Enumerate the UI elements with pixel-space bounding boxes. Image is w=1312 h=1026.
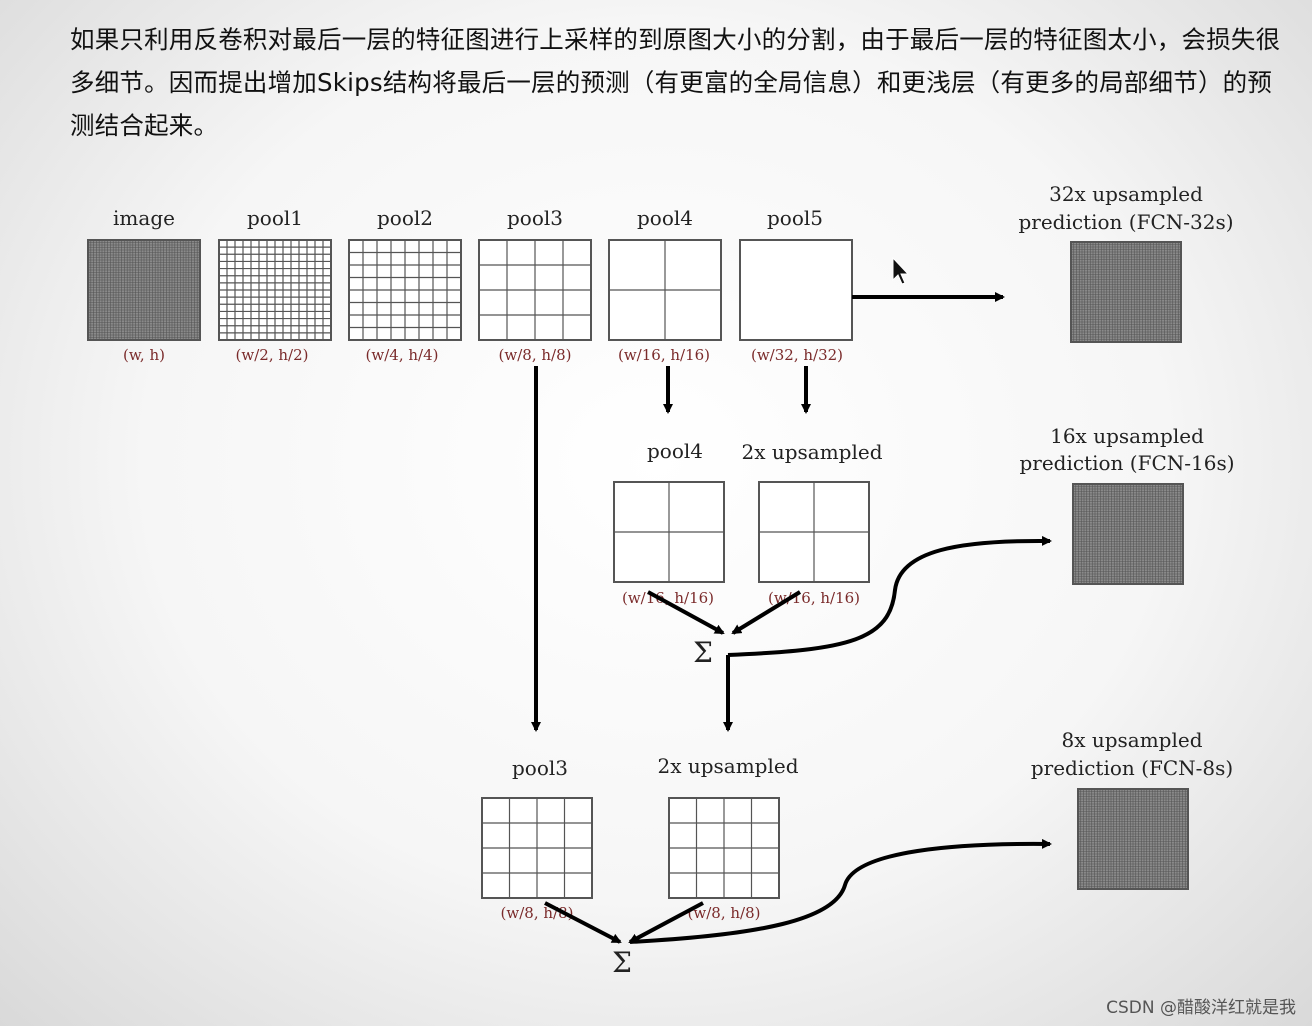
pool3-dim: (w/8, h/8) (499, 346, 572, 364)
pool1-dim: (w/2, h/2) (236, 346, 309, 364)
bottom-sum-to-fcn8s-arrow (629, 838, 1052, 944)
pool5-dim: (w/32, h/32) (751, 346, 843, 364)
mid-sum-symbol: Σ (693, 636, 713, 669)
mid-pool4-label: pool4 (647, 439, 703, 463)
pool1-label: pool1 (247, 206, 303, 230)
bottom-upsampled-label: 2x upsampled (657, 754, 798, 778)
pool4-dim: (w/16, h/16) (618, 346, 710, 364)
fcn32s-output-grid (1070, 241, 1182, 343)
bottom-sum-symbol: Σ (612, 946, 632, 979)
mid-upsampled-label: 2x upsampled (741, 440, 882, 464)
image-dim: (w, h) (123, 346, 165, 364)
bottom-pool3-grid (481, 797, 593, 899)
csdn-watermark: CSDN @醋酸洋红就是我 (1106, 998, 1296, 1018)
mid-upsampled-grid (758, 481, 870, 583)
fcn32s-title-line1: 32x upsampled (1049, 182, 1203, 206)
bottom-pool3-label: pool3 (512, 756, 568, 780)
image-grid (87, 239, 201, 341)
fcn8s-title-line1: 8x upsampled (1061, 728, 1202, 752)
image-label: image (113, 206, 175, 230)
mid-pool4-to-sum-arrow (647, 590, 725, 635)
mouse-cursor-icon (892, 256, 910, 285)
fcn32s-title-line2: prediction (FCN-32s) (1018, 210, 1233, 234)
pool2-grid (348, 239, 462, 341)
pool4-grid (608, 239, 722, 341)
fcn8s-title-line2: prediction (FCN-8s) (1031, 756, 1233, 780)
fcn16s-title-line1: 16x upsampled (1050, 424, 1204, 448)
mid-pool4-grid (613, 481, 725, 583)
mid-upsampled-dim: (w/16, h/16) (768, 589, 860, 607)
mid-pool4-dim: (w/16, h/16) (622, 589, 714, 607)
pool4-label: pool4 (637, 206, 693, 230)
pool5-label: pool5 (767, 206, 823, 230)
fcn16s-output-grid (1072, 483, 1184, 585)
fcn8s-output-grid (1077, 788, 1189, 890)
mid-upsampled-to-sum-arrow (731, 590, 802, 635)
fcn16s-title-line2: prediction (FCN-16s) (1019, 451, 1234, 475)
pool1-grid (218, 239, 332, 341)
bottom-upsampled-dim: (w/8, h/8) (688, 904, 761, 922)
mid-sum-to-fcn16s-arrow (727, 535, 1052, 657)
pool5-grid (739, 239, 853, 341)
pool3-label: pool3 (507, 206, 563, 230)
pool3-grid (478, 239, 592, 341)
bottom-pool3-to-sum-arrow (544, 901, 622, 944)
intro-paragraph: 如果只利用反卷积对最后一层的特征图进行上采样的到原图大小的分割，由于最后一层的特… (70, 25, 1281, 140)
bottom-upsampled-to-sum-arrow (628, 901, 704, 944)
pool2-dim: (w/4, h/4) (366, 346, 439, 364)
bottom-upsampled-grid (668, 797, 780, 899)
pool2-label: pool2 (377, 206, 433, 230)
